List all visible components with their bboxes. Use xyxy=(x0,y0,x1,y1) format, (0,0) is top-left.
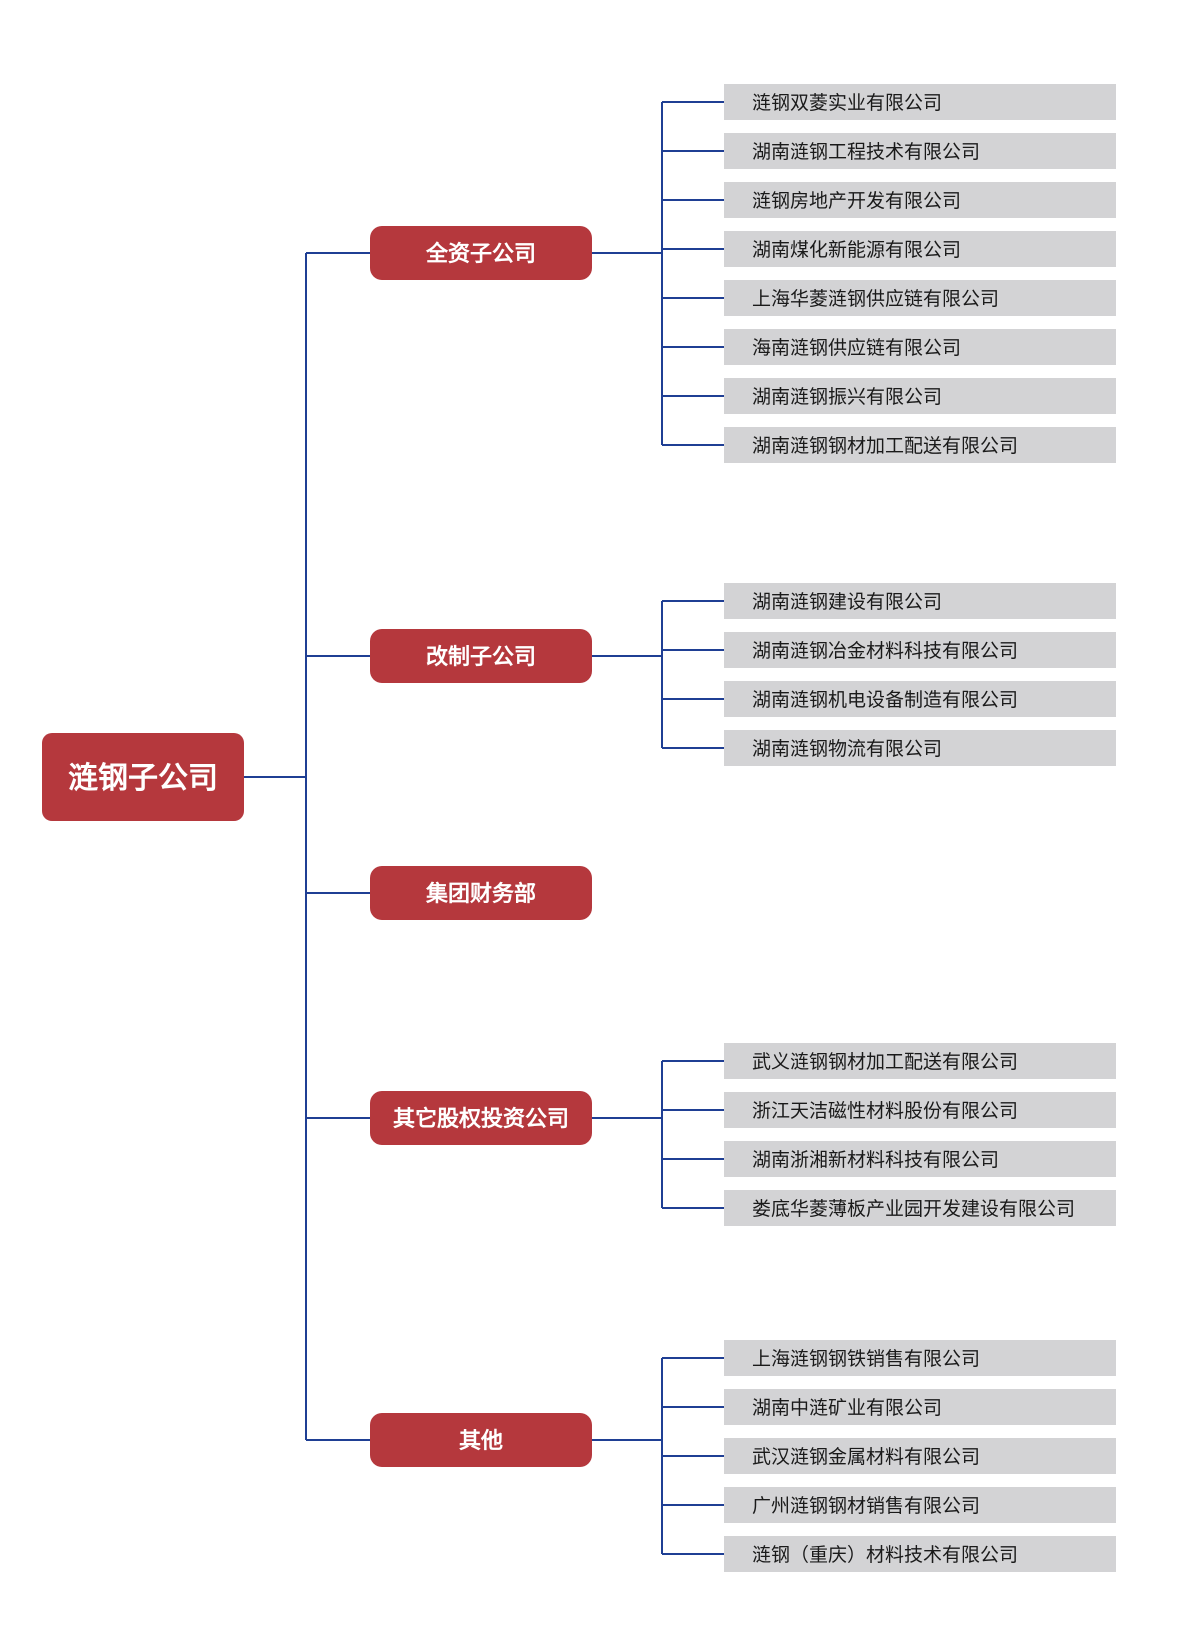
root-node-box xyxy=(42,733,244,821)
category-node-label: 全资子公司 xyxy=(425,241,536,267)
leaf-node-label: 娄底华菱薄板产业园开发建设有限公司 xyxy=(752,1198,1075,1220)
leaf-node-box xyxy=(724,583,1116,619)
category-node: 其他 xyxy=(370,1413,592,1467)
leaf-node-label: 湖南涟钢振兴有限公司 xyxy=(752,386,942,408)
leaf-node: 上海华菱涟钢供应链有限公司 xyxy=(724,280,1116,316)
leaf-node: 湖南涟钢钢材加工配送有限公司 xyxy=(724,427,1116,463)
category-node: 全资子公司 xyxy=(370,226,592,280)
leaf-node-box xyxy=(724,1190,1116,1226)
leaf-node-box xyxy=(724,1092,1116,1128)
leaf-node: 湖南煤化新能源有限公司 xyxy=(724,231,1116,267)
category-node-label: 集团财务部 xyxy=(425,881,536,907)
connector-lines xyxy=(244,101,724,1555)
leaf-node-label: 湖南中涟矿业有限公司 xyxy=(752,1397,942,1419)
leaf-node-box xyxy=(724,231,1116,267)
leaf-node: 涟钢双菱实业有限公司 xyxy=(724,84,1116,120)
category-node: 其它股权投资公司 xyxy=(370,1091,592,1145)
leaf-node: 浙江天洁磁性材料股份有限公司 xyxy=(724,1092,1116,1128)
category-node-label: 其它股权投资公司 xyxy=(393,1106,569,1132)
leaf-node-label: 涟钢双菱实业有限公司 xyxy=(752,92,942,114)
leaf-node-label: 海南涟钢供应链有限公司 xyxy=(752,337,961,359)
root-node: 涟钢子公司 xyxy=(42,733,244,821)
leaf-node-label: 湖南涟钢机电设备制造有限公司 xyxy=(752,689,1018,711)
leaf-node-box xyxy=(724,1438,1116,1474)
category-node-box xyxy=(370,226,592,280)
leaf-node-label: 湖南涟钢工程技术有限公司 xyxy=(752,141,980,163)
leaf-node: 湖南涟钢机电设备制造有限公司 xyxy=(724,681,1116,717)
leaf-node-label: 上海涟钢钢铁销售有限公司 xyxy=(752,1348,980,1370)
category-node-box xyxy=(370,1413,592,1467)
leaf-node: 湖南涟钢冶金材料科技有限公司 xyxy=(724,632,1116,668)
leaf-node: 湖南涟钢振兴有限公司 xyxy=(724,378,1116,414)
root-node-label: 涟钢子公司 xyxy=(68,761,218,796)
leaf-node-box xyxy=(724,730,1116,766)
leaf-nodes: 涟钢双菱实业有限公司湖南涟钢工程技术有限公司涟钢房地产开发有限公司湖南煤化新能源… xyxy=(724,84,1116,1572)
leaf-node-label: 湖南煤化新能源有限公司 xyxy=(752,239,961,261)
leaf-node-label: 湖南涟钢建设有限公司 xyxy=(752,591,942,613)
category-node: 集团财务部 xyxy=(370,866,592,920)
leaf-node: 广州涟钢钢材销售有限公司 xyxy=(724,1487,1116,1523)
leaf-node: 湖南涟钢建设有限公司 xyxy=(724,583,1116,619)
category-node-box xyxy=(370,1091,592,1145)
leaf-node-box xyxy=(724,632,1116,668)
category-node-label: 其他 xyxy=(459,1429,503,1454)
category-node-box xyxy=(370,866,592,920)
leaf-node: 武汉涟钢金属材料有限公司 xyxy=(724,1438,1116,1474)
leaf-node-box xyxy=(724,280,1116,316)
leaf-node-box xyxy=(724,1141,1116,1177)
leaf-node-box xyxy=(724,427,1116,463)
leaf-node-box xyxy=(724,1536,1116,1572)
leaf-node-label: 湖南涟钢冶金材料科技有限公司 xyxy=(752,640,1018,662)
leaf-node-box xyxy=(724,378,1116,414)
leaf-node: 涟钢房地产开发有限公司 xyxy=(724,182,1116,218)
leaf-node-label: 湖南浙湘新材料科技有限公司 xyxy=(752,1149,999,1171)
leaf-node-box xyxy=(724,1389,1116,1425)
leaf-node-label: 涟钢（重庆）材料技术有限公司 xyxy=(752,1544,1018,1566)
leaf-node-label: 湖南涟钢钢材加工配送有限公司 xyxy=(752,435,1018,457)
leaf-node-box xyxy=(724,1340,1116,1376)
leaf-node-label: 广州涟钢钢材销售有限公司 xyxy=(752,1495,980,1517)
leaf-node-box xyxy=(724,1043,1116,1079)
leaf-node-box xyxy=(724,1487,1116,1523)
leaf-node: 湖南涟钢工程技术有限公司 xyxy=(724,133,1116,169)
category-node-box xyxy=(370,629,592,683)
leaf-node-label: 武汉涟钢金属材料有限公司 xyxy=(752,1446,980,1468)
leaf-node: 娄底华菱薄板产业园开发建设有限公司 xyxy=(724,1190,1116,1226)
leaf-node: 上海涟钢钢铁销售有限公司 xyxy=(724,1340,1116,1376)
category-node: 改制子公司 xyxy=(370,629,592,683)
leaf-node: 湖南涟钢物流有限公司 xyxy=(724,730,1116,766)
leaf-node: 海南涟钢供应链有限公司 xyxy=(724,329,1116,365)
leaf-node-box xyxy=(724,84,1116,120)
category-node-label: 改制子公司 xyxy=(426,644,536,670)
leaf-node-box xyxy=(724,681,1116,717)
leaf-node: 涟钢（重庆）材料技术有限公司 xyxy=(724,1536,1116,1572)
leaf-node: 湖南中涟矿业有限公司 xyxy=(724,1389,1116,1425)
leaf-node-box xyxy=(724,182,1116,218)
leaf-node: 武义涟钢钢材加工配送有限公司 xyxy=(724,1043,1116,1079)
leaf-node-box xyxy=(724,133,1116,169)
leaf-node-label: 武义涟钢钢材加工配送有限公司 xyxy=(752,1051,1018,1073)
leaf-node-label: 浙江天洁磁性材料股份有限公司 xyxy=(752,1100,1018,1122)
leaf-node-label: 湖南涟钢物流有限公司 xyxy=(752,738,942,760)
leaf-node-label: 上海华菱涟钢供应链有限公司 xyxy=(752,288,999,310)
leaf-node-label: 涟钢房地产开发有限公司 xyxy=(752,190,961,212)
leaf-node: 湖南浙湘新材料科技有限公司 xyxy=(724,1141,1116,1177)
leaf-node-box xyxy=(724,329,1116,365)
